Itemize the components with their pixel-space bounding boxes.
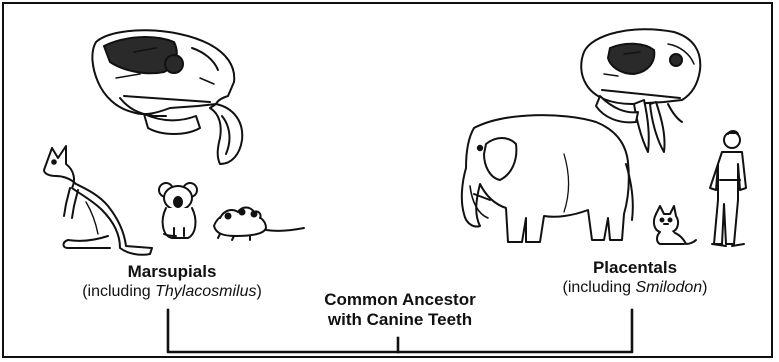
opossum-icon <box>214 208 304 241</box>
common-ancestor-label: Common Ancestor with Canine Teeth <box>282 290 518 330</box>
placentals-title: Placentals <box>520 258 750 278</box>
marsupials-title: Marsupials <box>52 262 292 282</box>
placentals-subtitle: (including Smilodon) <box>520 278 750 298</box>
marsupials-subtitle: (including Thylacosmilus) <box>52 282 292 302</box>
ancestor-line-1: Common Ancestor <box>282 290 518 310</box>
elephant-icon <box>462 115 633 242</box>
cat-icon <box>654 206 696 244</box>
koala-icon <box>159 183 197 238</box>
thylacosmilus-skull-icon <box>92 30 242 164</box>
marsupials-label: Marsupials (including Thylacosmilus) <box>52 262 292 302</box>
diagram-frame: Marsupials (including Thylacosmilus) Pla… <box>2 2 773 358</box>
placentals-label: Placentals (including Smilodon) <box>520 258 750 298</box>
ancestor-line-2: with Canine Teeth <box>282 310 518 330</box>
human-icon <box>710 131 746 246</box>
kangaroo-icon <box>44 146 152 255</box>
